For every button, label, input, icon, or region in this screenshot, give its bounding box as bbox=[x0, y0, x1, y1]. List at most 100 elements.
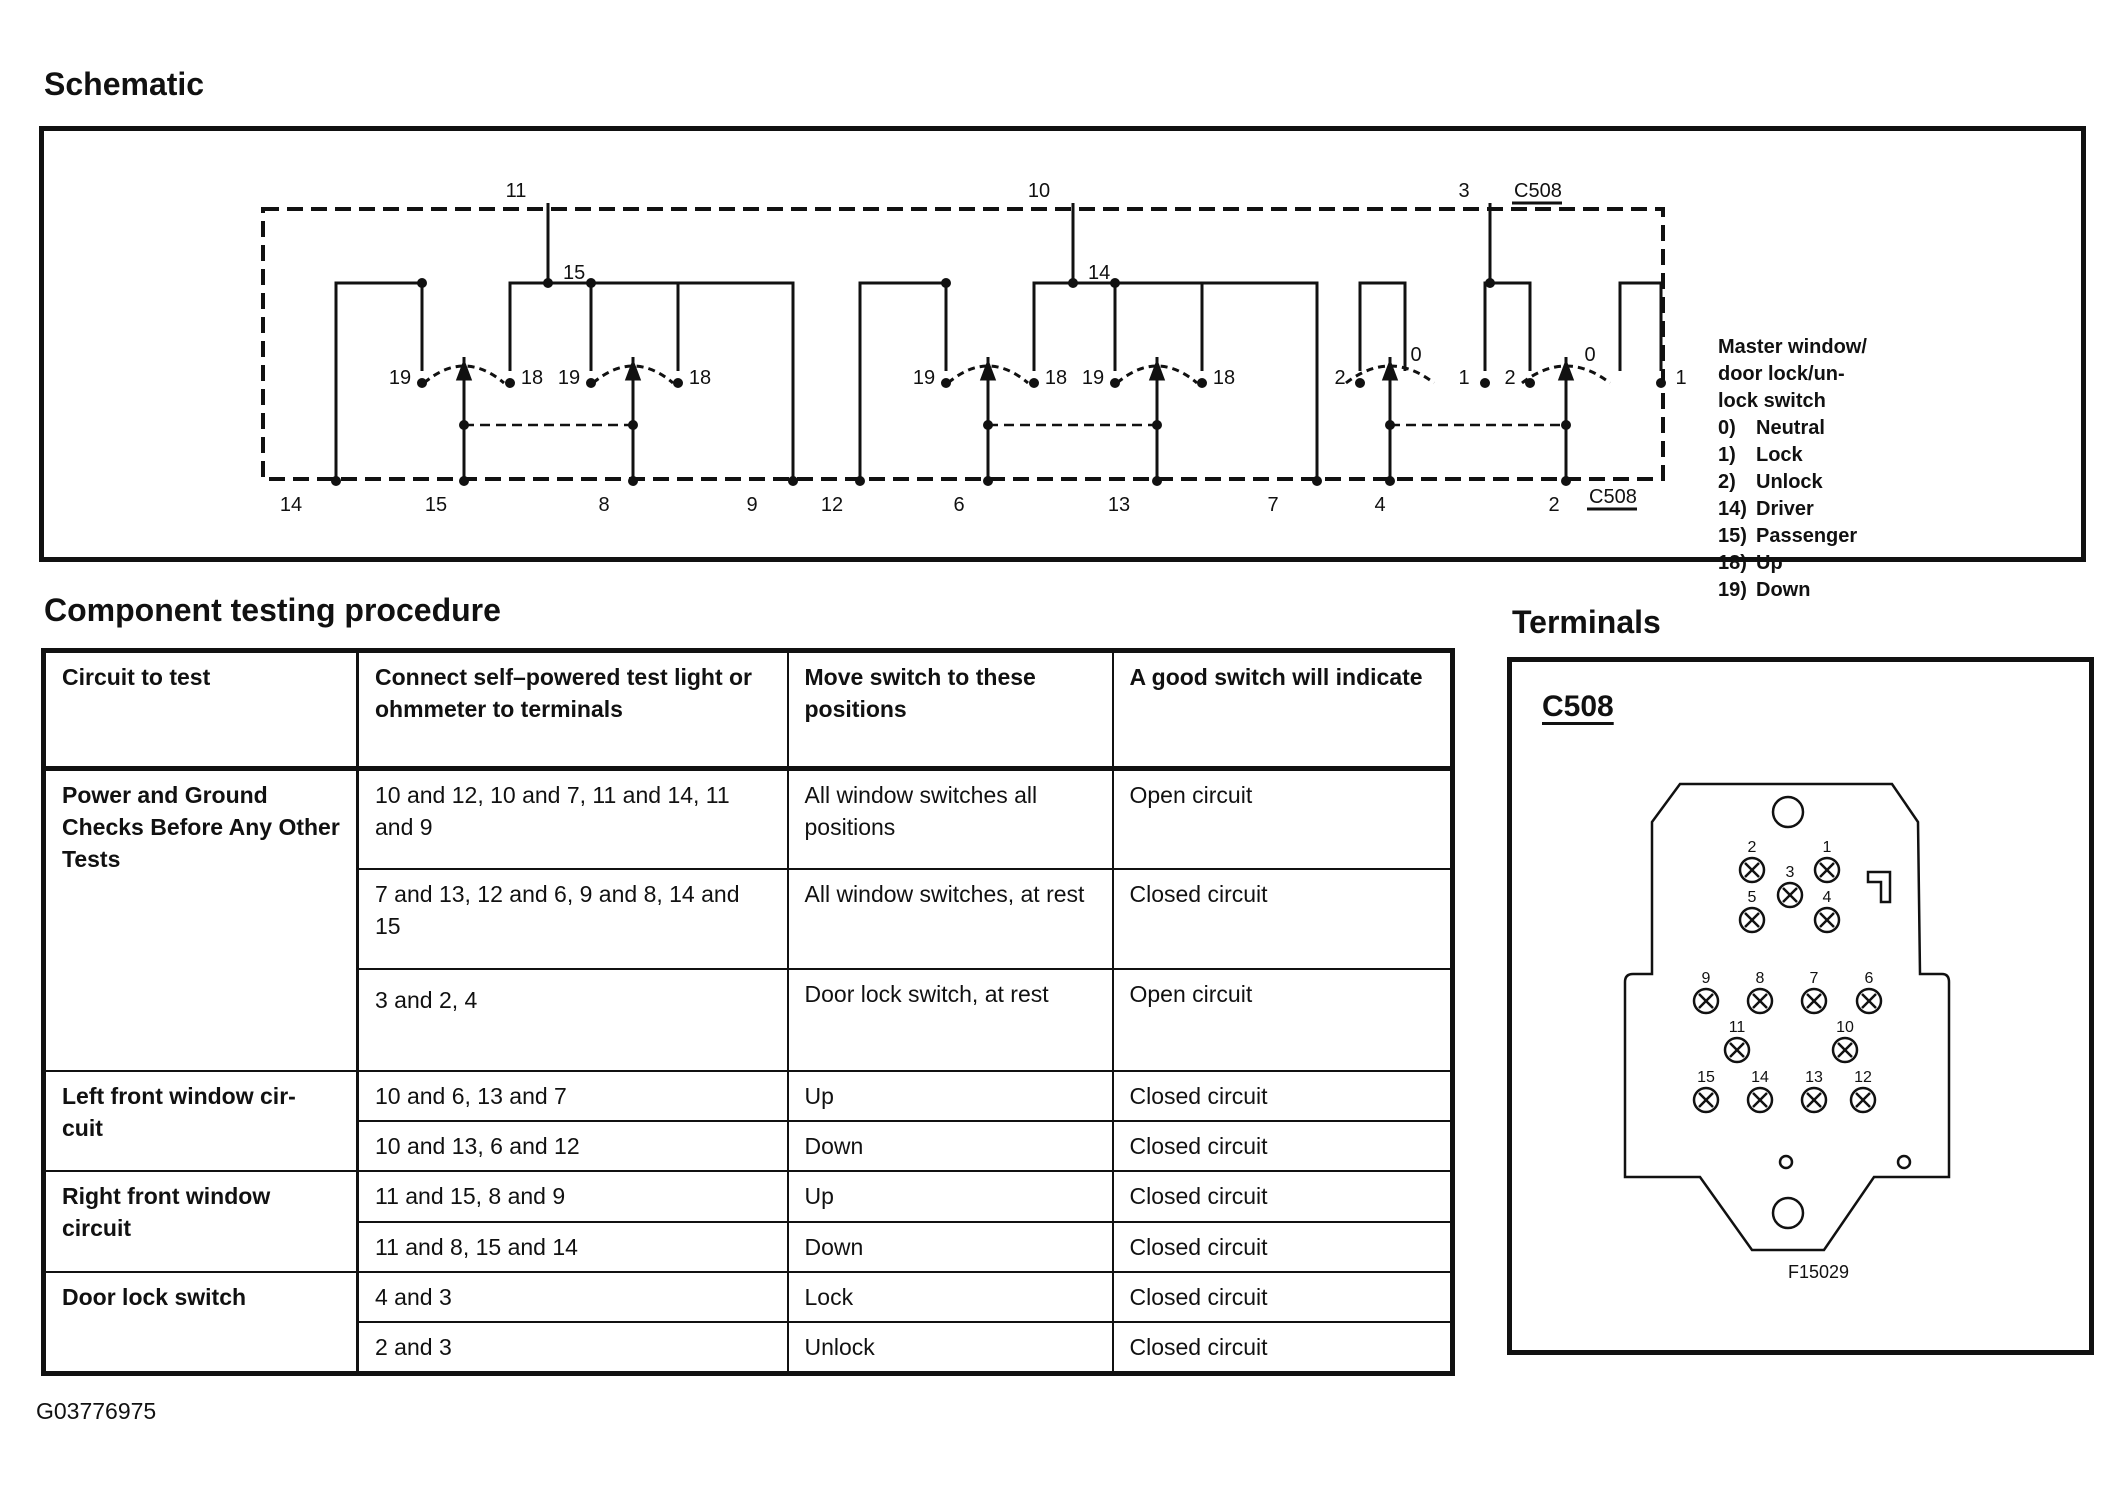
legend-item: 18)Up bbox=[1718, 552, 1783, 574]
bottom-pin-label: 14 bbox=[280, 494, 302, 516]
legend-item: 14)Driver bbox=[1718, 498, 1814, 520]
schematic-title: Schematic bbox=[44, 66, 205, 102]
terminals-cell: 10 and 12, 10 and 7, 11 and 14, 11 and 9 bbox=[356, 767, 789, 870]
circuit-cell: Power and Ground Checks Before Any Other… bbox=[42, 767, 359, 1073]
legend-item: 1)Lock bbox=[1718, 444, 1803, 466]
position-label: 0 bbox=[1584, 344, 1595, 366]
terminals-cell: 10 and 6, 13 and 7 bbox=[356, 1070, 789, 1123]
positions-cell: Unlock bbox=[786, 1320, 1114, 1375]
junction-dot bbox=[1480, 378, 1490, 388]
terminal-pin-number: 1 bbox=[1823, 839, 1832, 856]
table-row: 7 and 13, 12 and 6, 9 and 8, 14 and 15 A… bbox=[44, 867, 1454, 970]
terminals-cell: 10 and 13, 6 and 12 bbox=[356, 1120, 789, 1173]
legend-title-line: Master window/ bbox=[1718, 336, 1867, 358]
bottom-pin-label: 2 bbox=[1548, 494, 1559, 516]
junction-dot bbox=[505, 378, 515, 388]
switch-arm-arc bbox=[947, 364, 1029, 385]
terminal-pin: 13 bbox=[1800, 1069, 1828, 1114]
position-label: 18 bbox=[1045, 367, 1067, 389]
bottom-pin-label: 15 bbox=[425, 494, 447, 516]
switch-arrow bbox=[624, 358, 642, 381]
switch-arm-arc bbox=[1521, 364, 1611, 385]
terminal-pin: 8 bbox=[1746, 970, 1774, 1015]
positions-cell: Up bbox=[786, 1070, 1114, 1123]
terminal-pin-number: 8 bbox=[1756, 970, 1765, 987]
figure-code: F15029 bbox=[1788, 1262, 1850, 1282]
switch-housing-outline bbox=[261, 207, 1665, 481]
terminal-pin: 9 bbox=[1692, 970, 1720, 1015]
position-label: 19 bbox=[913, 367, 935, 389]
junction-dot bbox=[941, 378, 951, 388]
terminal-pin-number: 2 bbox=[1748, 839, 1757, 856]
junction-dot bbox=[586, 378, 596, 388]
junction-dot bbox=[941, 278, 951, 288]
terminal-pin-number: 7 bbox=[1810, 970, 1819, 987]
bottom-pin-label: 9 bbox=[746, 494, 757, 516]
terminal-pin: 12 bbox=[1849, 1069, 1877, 1114]
legend-title-line: lock switch bbox=[1718, 390, 1826, 412]
circuit-cell: Right front window circuit bbox=[42, 1170, 359, 1273]
switch-arrow bbox=[455, 358, 473, 381]
table-row: 2 and 3 Unlock Closed circuit bbox=[44, 1320, 1454, 1375]
legend-item: 2)Unlock bbox=[1718, 471, 1823, 493]
terminals-cell: 2 and 3 bbox=[356, 1320, 789, 1375]
junction-dot bbox=[586, 278, 596, 288]
switch-legend: Master window/ door lock/un- lock switch… bbox=[1718, 334, 1867, 604]
terminal-pin-number: 15 bbox=[1697, 1069, 1715, 1086]
junction-dot bbox=[1110, 378, 1120, 388]
junction-dot bbox=[1029, 378, 1039, 388]
circuit-number-label: 15 bbox=[563, 262, 585, 284]
terminal-pin: 7 bbox=[1800, 970, 1828, 1015]
procedure-title: Component testing procedure bbox=[44, 592, 501, 628]
switch-arrow bbox=[1148, 358, 1166, 381]
junction-dot bbox=[417, 378, 427, 388]
keying-hole bbox=[1771, 795, 1805, 829]
junction-dot bbox=[1561, 420, 1571, 430]
terminals-cell: 3 and 2, 4 bbox=[356, 967, 789, 1073]
top-pin-label: 3 bbox=[1458, 180, 1469, 202]
positions-cell: Door lock switch, at rest bbox=[786, 967, 1114, 1073]
terminal-pin: 2 bbox=[1738, 839, 1766, 884]
terminal-pin-number: 9 bbox=[1702, 970, 1711, 987]
junction-dot bbox=[1525, 378, 1535, 388]
column-header: A good switch will indicate bbox=[1111, 649, 1454, 771]
switch-arm-arc bbox=[1116, 364, 1198, 385]
terminal-pin-number: 4 bbox=[1823, 889, 1832, 906]
switch-contact-wire bbox=[1113, 281, 1319, 481]
junction-dot bbox=[1110, 278, 1120, 288]
positions-cell: All window switches all positions bbox=[786, 767, 1114, 870]
connector-outline bbox=[1623, 782, 1951, 1252]
table-row: Right front window circuit 11 and 15, 8 … bbox=[42, 1170, 1454, 1273]
position-label: 18 bbox=[521, 367, 543, 389]
bottom-pin-label: 13 bbox=[1108, 494, 1130, 516]
terminal-pin: 6 bbox=[1855, 970, 1883, 1015]
terminals-title: Terminals bbox=[1512, 604, 1661, 640]
position-label: 18 bbox=[1213, 367, 1235, 389]
keying-hole bbox=[1771, 1196, 1805, 1230]
table-row: 10 and 13, 6 and 12 Down Closed circuit bbox=[44, 1120, 1454, 1173]
connector-label: C508 bbox=[1514, 180, 1562, 202]
terminals-cell: 11 and 8, 15 and 14 bbox=[356, 1220, 789, 1273]
positions-cell: All window switches, at rest bbox=[786, 867, 1114, 970]
junction-dot bbox=[1355, 378, 1365, 388]
position-label: 19 bbox=[1082, 367, 1104, 389]
terminal-pin: 5 bbox=[1738, 889, 1766, 934]
bottom-pin-label: 6 bbox=[953, 494, 964, 516]
junction-dot bbox=[1197, 378, 1207, 388]
connector-label: C508 bbox=[1589, 486, 1637, 508]
result-cell: Closed circuit bbox=[1111, 1070, 1454, 1123]
terminal-pin-number: 6 bbox=[1865, 970, 1874, 987]
connector-label: C508 bbox=[1542, 690, 1614, 723]
terminal-pin: 15 bbox=[1692, 1069, 1720, 1114]
terminal-pin-number: 11 bbox=[1729, 1019, 1746, 1036]
switch-arm-arc bbox=[423, 364, 505, 385]
table-row: Left front window cir- cuit 10 and 6, 13… bbox=[42, 1070, 1454, 1173]
terminals-cell: 7 and 13, 12 and 6, 9 and 8, 14 and 15 bbox=[356, 867, 789, 970]
terminal-pin: 4 bbox=[1813, 889, 1841, 934]
junction-dot bbox=[543, 278, 553, 288]
positions-cell: Lock bbox=[786, 1270, 1114, 1323]
column-header: Circuit to test bbox=[42, 649, 359, 771]
